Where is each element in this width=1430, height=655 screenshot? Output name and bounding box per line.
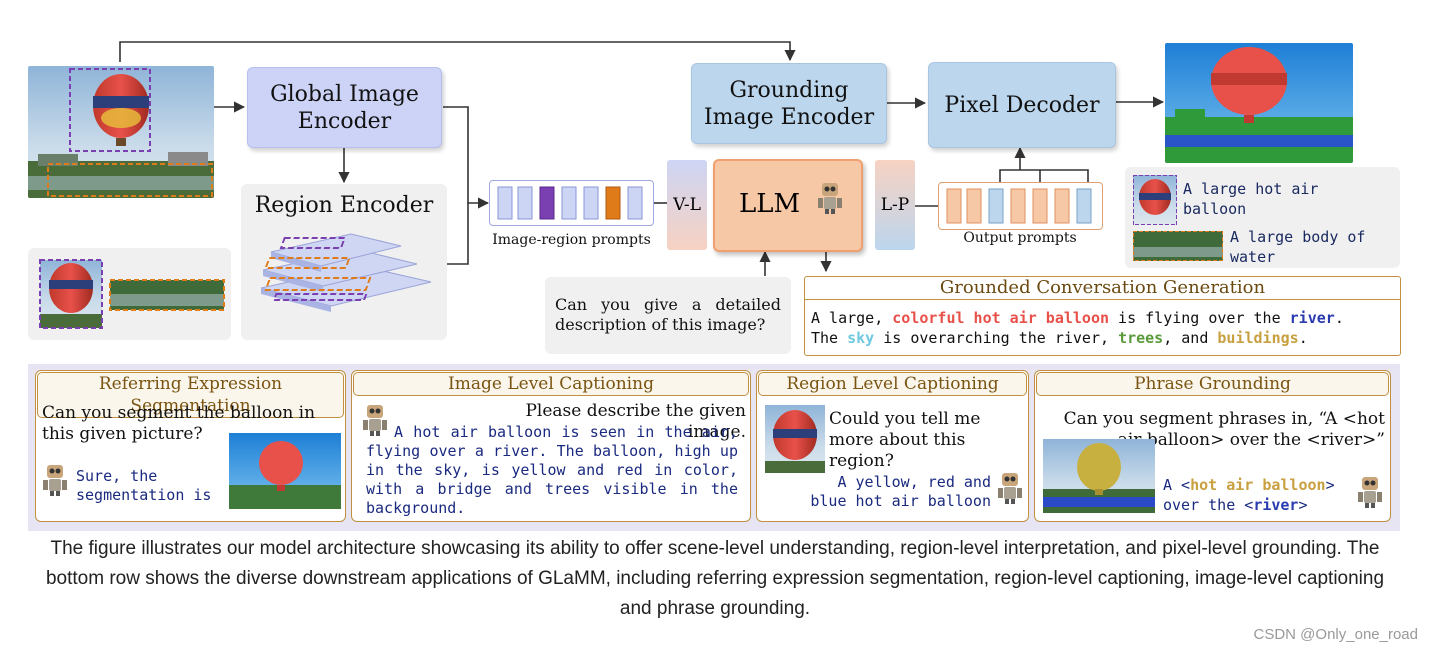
pg-answer-part: A < [1163,476,1191,494]
ilc-answer: A hot air balloon is seen in the air, fl… [366,423,738,517]
output-prompts-label: Output prompts [963,230,1077,246]
language-pixel-projector: L-P [875,160,915,250]
llm-label: LLM [739,189,801,219]
panel-referring-expression-segmentation: Referring Expression Segmentation Can yo… [35,370,346,522]
pg-answer-part: > [1298,496,1308,514]
watermark: CSDN @Only_one_road [1253,626,1418,643]
global-image-encoder: Global Image Encoder [247,67,442,148]
pg-phrase-river: river [1253,496,1299,514]
gcg-phrase-river: river [1289,309,1335,327]
legend-water-thumb [1133,231,1223,261]
gcg-phrase-trees: trees [1118,329,1164,347]
gcg-block: Grounded Conversation Generation A large… [804,276,1401,356]
gcg-text-part: , and [1163,329,1218,347]
gcg-text-part: is flying over the [1109,309,1290,327]
panel-region-level-captioning: Region Level Captioning Could you tell m… [756,370,1029,522]
panel-title: Referring Expression Segmentation [37,372,344,418]
panel-title: Phrase Grounding [1036,372,1389,396]
pg-question: Can you segment phrases in, “A <hot air … [1063,409,1385,450]
pg-answer-part: > [1325,476,1335,494]
legend-balloon-thumb [1133,175,1177,225]
robot-icon [818,183,842,214]
ilc-question: Please describe the given image. [525,401,746,442]
robot-icon [363,405,387,436]
grounding-image-encoder: Grounding Image Encoder [691,63,887,144]
pg-answer: A <hot air balloon> over the <river> [1163,475,1363,515]
vision-language-projector: V-L [667,160,707,250]
res-segmented-image [229,433,341,509]
output-prompts-block [938,182,1103,230]
legend-balloon-text: A large hot air balloon [1183,180,1319,218]
panel-image-level-captioning: Image Level Captioning Please describe t… [351,370,751,522]
output-segmented-image [1165,43,1353,163]
gcg-text-part: is overarching the river, [874,329,1119,347]
gcg-title: Grounded Conversation Generation [805,277,1400,300]
region-encoder-block: Region Encoder [241,184,447,340]
pg-answer-part: over the < [1163,496,1254,514]
region-crops-block [28,248,231,340]
gcg-phrase-buildings: buildings [1217,329,1299,347]
panel-title: Image Level Captioning [353,372,749,396]
gcg-text-part: . [1334,309,1344,327]
panel-phrase-grounding: Phrase Grounding Can you segment phrases… [1034,370,1391,522]
rlc-region-image [765,405,825,473]
llm-block: LLM [713,159,863,252]
connector-lines [119,41,1165,276]
region-crops-image [39,259,225,329]
pg-segmented-image [1043,439,1155,513]
image-region-prompts-label: Image-region prompts [492,232,651,248]
res-answer: Sure, the segmentation is [76,467,212,504]
panel-title: Region Level Captioning [758,372,1027,396]
res-question: Can you segment the balloon in this give… [42,403,316,444]
region-encoder-title: Region Encoder [254,193,434,218]
input-image [28,66,214,198]
gcg-phrase-balloon: colorful hot air balloon [892,309,1110,327]
rlc-question: Could you tell me more about this region… [829,409,981,471]
gcg-text-part: A large, [811,309,893,327]
region-encoder-layers-icon [260,233,432,312]
robot-icon [1358,477,1382,508]
robot-icon [43,465,67,496]
gcg-text-part: The [811,329,848,347]
pg-phrase-balloon: hot air balloon [1190,476,1326,494]
question-bubble: Can you give a detailed description of t… [545,277,791,354]
output-tokens-icon [946,188,1092,224]
robot-icon [998,473,1022,504]
pixel-decoder: Pixel Decoder [928,62,1116,148]
gcg-text: A large, colorful hot air balloon is fly… [805,300,1400,348]
image-region-prompts-block [489,180,654,226]
legend-block: A large hot air balloon A large body of … [1125,167,1400,268]
legend-water-text: A large body of water [1230,228,1366,266]
gcg-phrase-sky: sky [847,329,875,347]
rlc-answer: A yellow, red and blue hot air balloon [810,473,991,510]
figure-caption: The figure illustrates our model archite… [45,538,1385,619]
gcg-text-part: . [1298,329,1308,347]
prompt-tokens-icon [497,186,643,220]
